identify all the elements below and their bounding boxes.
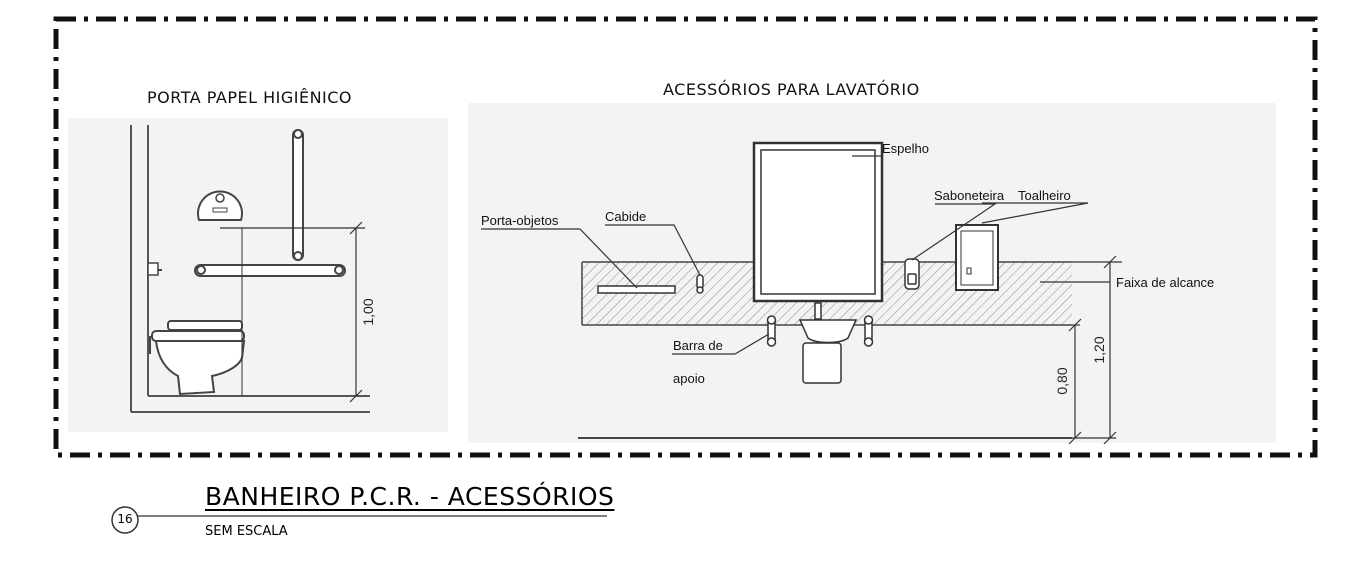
label-cabide: Cabide	[605, 209, 646, 224]
label-barra-2: apoio	[673, 371, 705, 386]
label-barra-1: Barra de	[673, 338, 723, 353]
label-porta-objetos: Porta-objetos	[481, 213, 559, 228]
label-toalheiro: Toalheiro	[1018, 188, 1071, 203]
towel-dispenser	[955, 224, 999, 291]
toilet-paper-holder	[197, 190, 243, 221]
soap-dispenser	[904, 258, 920, 290]
toilet	[149, 320, 246, 396]
ref-bubble	[111, 506, 139, 534]
height-dimension-label: 1,00	[360, 298, 376, 325]
height-dimension	[220, 221, 365, 403]
label-saboneteira: Saboneteira	[934, 188, 1005, 203]
flush-valve	[147, 262, 159, 276]
dim-high-label: 1,20	[1091, 336, 1107, 363]
vertical-grab-bar	[292, 129, 304, 261]
title-marker	[111, 506, 607, 534]
dim-low-label: 0,80	[1054, 367, 1070, 394]
drawing-title: BANHEIRO P.C.R. - ACESSÓRIOS	[205, 482, 615, 511]
reference-number: 16	[117, 512, 133, 526]
hook	[696, 274, 704, 294]
horizontal-grab-bar	[194, 264, 346, 277]
label-faixa: Faixa de alcance	[1116, 275, 1214, 290]
mirror	[752, 141, 884, 303]
shelf	[597, 285, 676, 294]
dimensions	[1068, 255, 1122, 445]
left-panel-title: PORTA PAPEL HIGIÊNICO	[147, 88, 353, 107]
sink-accessories-drawing: Espelho Saboneteira Toalheiro Porta-obje…	[468, 103, 1276, 445]
leaders	[481, 155, 1110, 355]
right-panel-title: ACESSÓRIOS PARA LAVATÓRIO	[663, 80, 920, 99]
drawing-scale: SEM ESCALA	[205, 524, 288, 539]
toilet-drawing: 1,00	[68, 118, 448, 432]
viewport-border	[53, 16, 1318, 458]
label-espelho: Espelho	[882, 141, 929, 156]
sink	[798, 302, 858, 384]
support-bars	[766, 315, 874, 347]
